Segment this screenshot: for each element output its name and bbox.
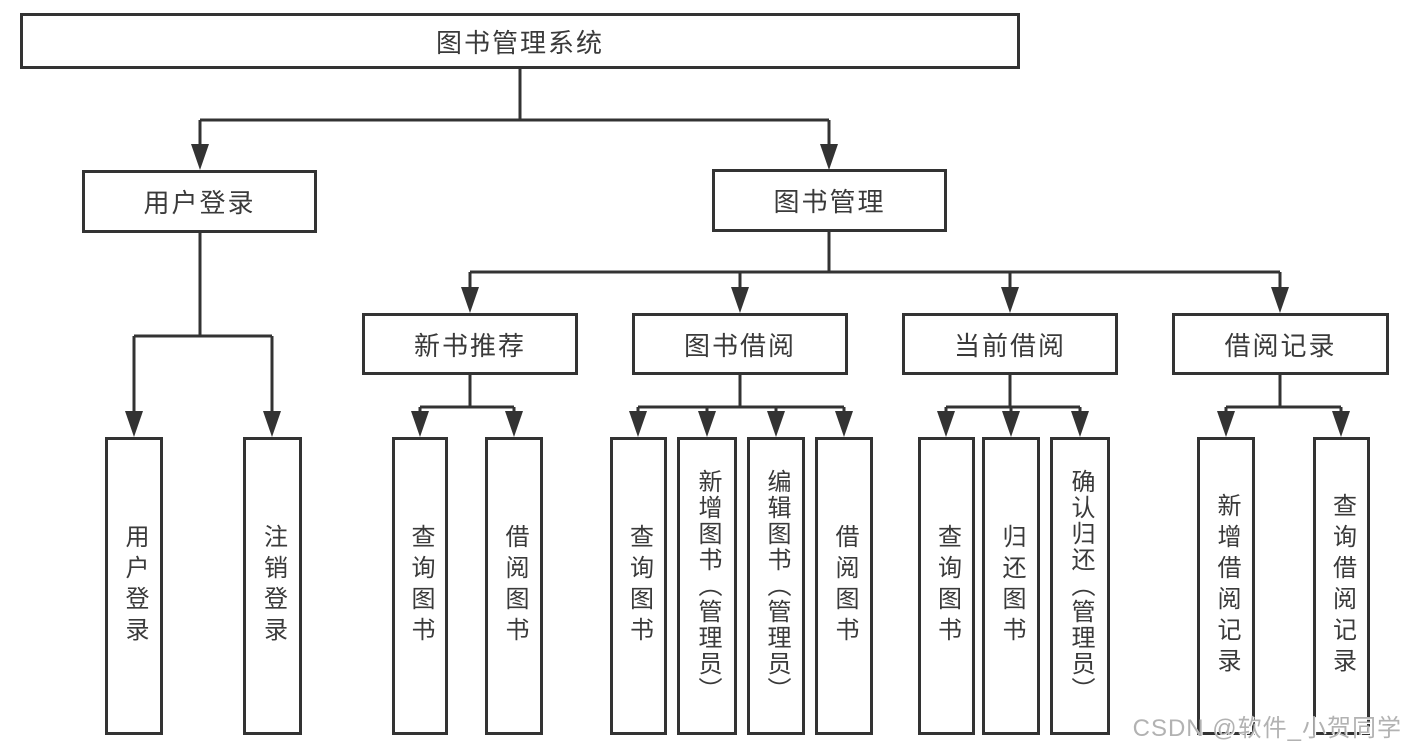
node-borrow-records: 借阅记录 [1172, 313, 1389, 375]
node-book-borrow: 图书借阅 [632, 313, 848, 375]
arrowhead [263, 411, 281, 437]
arrowhead [461, 287, 479, 313]
arrowhead [835, 411, 853, 437]
leaf-user-login: 用户登录 [105, 437, 163, 735]
leaf-query-book-borrow-label: 查询图书 [625, 524, 653, 648]
arrowhead [698, 411, 716, 437]
node-book-borrow-label: 图书借阅 [683, 330, 796, 361]
leaf-logout: 注销登录 [243, 437, 302, 735]
node-current-borrow-label: 当前借阅 [953, 330, 1066, 361]
arrowhead [411, 411, 429, 437]
leaf-return-book: 归还图书 [982, 437, 1040, 735]
leaf-edit-book-admin-label: 编辑图书（管理员） [763, 469, 790, 703]
leaf-query-book-recommend: 查询图书 [392, 437, 448, 735]
leaf-logout-label: 注销登录 [259, 524, 287, 648]
leaf-add-book-admin-label: 新增图书（管理员） [694, 469, 721, 703]
arrowhead [1271, 287, 1289, 313]
node-new-book-recommend-label: 新书推荐 [413, 330, 526, 361]
arrowhead [1217, 411, 1235, 437]
leaf-borrow-book-label: 借阅图书 [831, 524, 858, 648]
arrowhead [1001, 287, 1019, 313]
leaf-query-book-current-label: 查询图书 [933, 524, 961, 648]
leaf-borrow-book-recommend-label: 借阅图书 [501, 524, 528, 648]
node-root: 图书管理系统 [20, 13, 1020, 69]
arrowhead [731, 287, 749, 313]
leaf-add-borrow-record: 新增借阅记录 [1197, 437, 1255, 735]
arrowhead [125, 411, 143, 437]
node-book-management: 图书管理 [712, 169, 947, 232]
leaf-query-book-borrow: 查询图书 [610, 437, 667, 735]
arrowhead [505, 411, 523, 437]
node-current-borrow: 当前借阅 [902, 313, 1118, 375]
node-user-login-label: 用户登录 [143, 188, 256, 218]
node-root-label: 图书管理系统 [435, 27, 604, 58]
leaf-confirm-return-admin: 确认归还（管理员） [1050, 437, 1110, 735]
csdn-watermark: CSDN @软件_小贺同学 [1132, 715, 1402, 742]
leaf-borrow-book: 借阅图书 [815, 437, 873, 735]
arrowhead [1071, 411, 1089, 437]
arrowhead [629, 411, 647, 437]
arrowhead [767, 411, 785, 437]
arrowhead [1002, 411, 1020, 437]
leaf-add-book-admin: 新增图书（管理员） [677, 437, 737, 735]
leaf-user-login-label: 用户登录 [121, 524, 148, 648]
arrowhead [937, 411, 955, 437]
leaf-return-book-label: 归还图书 [998, 524, 1025, 648]
node-new-book-recommend: 新书推荐 [362, 313, 578, 375]
leaf-confirm-return-admin-label: 确认归还（管理员） [1067, 469, 1094, 703]
leaf-edit-book-admin: 编辑图书（管理员） [747, 437, 805, 735]
arrowhead [820, 144, 838, 170]
leaf-add-borrow-record-label: 新增借阅记录 [1213, 493, 1240, 679]
leaf-query-borrow-record-label: 查询借阅记录 [1328, 493, 1356, 679]
leaf-borrow-book-recommend: 借阅图书 [485, 437, 543, 735]
leaf-query-book-current: 查询图书 [918, 437, 975, 735]
node-borrow-records-label: 借阅记录 [1224, 330, 1337, 361]
node-user-login: 用户登录 [82, 170, 317, 233]
node-book-management-label: 图书管理 [773, 187, 886, 217]
leaf-query-borrow-record: 查询借阅记录 [1313, 437, 1370, 735]
arrowhead [1332, 411, 1350, 437]
arrowhead [191, 144, 209, 170]
leaf-query-book-recommend-label: 查询图书 [407, 524, 434, 648]
